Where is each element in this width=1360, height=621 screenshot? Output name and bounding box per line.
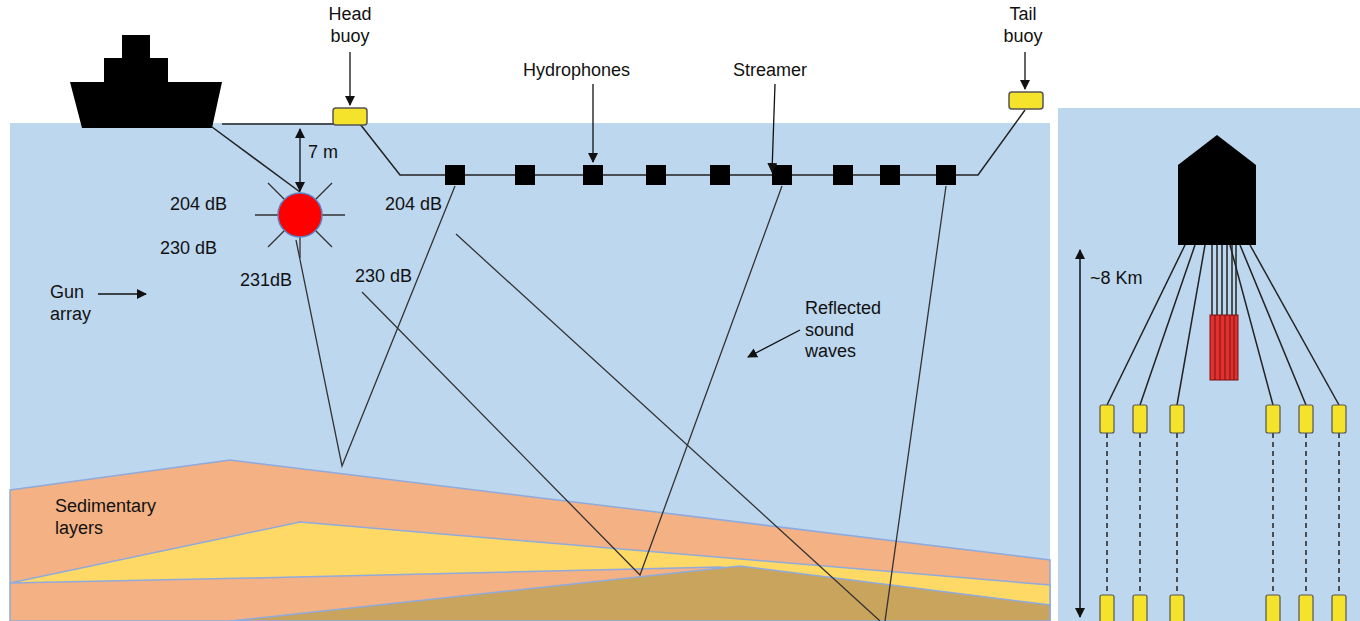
ship-top-view xyxy=(1178,135,1256,245)
level-label: 230 dB xyxy=(160,238,217,260)
dimension-label: 7 m xyxy=(308,142,338,164)
buoy-label: Head buoy xyxy=(315,4,385,47)
gun-array xyxy=(278,193,322,237)
part-label: Streamer xyxy=(733,60,807,82)
level-label: 231dB xyxy=(240,270,292,292)
part-label: Gun array xyxy=(50,282,98,325)
buoys-top-view xyxy=(1100,405,1346,621)
dimension-label: ~8 Km xyxy=(1090,268,1143,290)
layer-label: Sedimentary layers xyxy=(55,496,180,539)
top-view-water xyxy=(1058,108,1360,621)
ship xyxy=(70,35,222,128)
hydrophones xyxy=(445,165,956,185)
level-label: 230 dB xyxy=(355,266,412,288)
sediment-layer xyxy=(10,460,1050,621)
buoy-label: Tail buoy xyxy=(988,4,1058,47)
length-arrow xyxy=(1079,250,1081,617)
tail-buoy xyxy=(1009,92,1043,109)
radiation-lines xyxy=(255,183,345,258)
sound-rays xyxy=(296,186,946,621)
level-label: 204 dB xyxy=(385,194,442,216)
water xyxy=(10,123,1050,621)
head-buoy xyxy=(333,108,367,125)
gun-array-top-view xyxy=(1210,315,1238,380)
level-label: 204 dB xyxy=(170,194,227,216)
part-label: Hydrophones xyxy=(523,60,630,82)
part-label: Reflected sound waves xyxy=(805,298,900,363)
